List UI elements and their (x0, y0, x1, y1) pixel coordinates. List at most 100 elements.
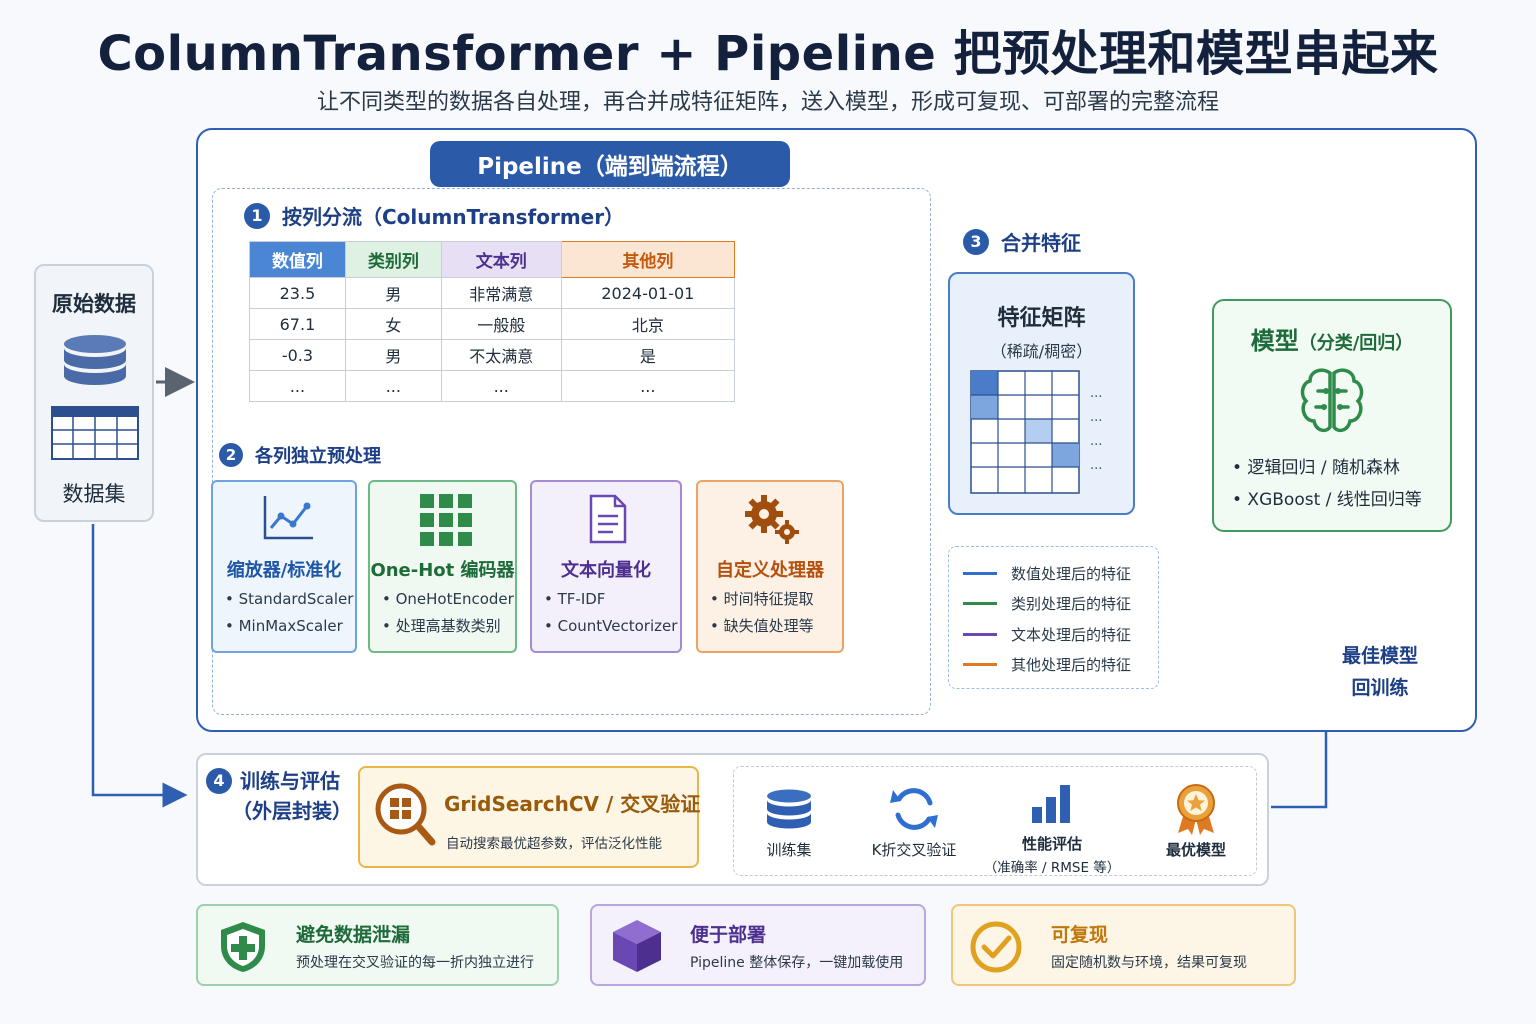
model-item: • XGBoost / 线性回归等 (1232, 490, 1422, 510)
list-item: • OneHotEncoder (382, 590, 514, 608)
legend-item-category: 类别处理后的特征 (963, 593, 1131, 614)
header-category: 类别列 (344, 241, 442, 278)
table-cell: 男 (344, 339, 442, 371)
list-item: • 缺失值处理等 (710, 617, 814, 635)
table-cell: ... (249, 370, 346, 402)
flow-performance: 性能评估 (1021, 835, 1082, 853)
flow-kfold: K折交叉验证 (871, 841, 957, 859)
column-transformer-region (212, 188, 931, 715)
arrow-raw-to-training (91, 524, 188, 808)
legend-item-other: 其他处理后的特征 (963, 654, 1131, 675)
raw-data-title: 原始数据 (52, 292, 136, 316)
step-1-number: 1 (244, 202, 270, 229)
table-cell: 不太满意 (440, 339, 562, 371)
model-title-main: 模型 (1250, 327, 1299, 355)
magnifier-icon (375, 783, 436, 846)
scaler-processor-card: 缩放器/标准化 • StandardScaler • MinMaxScaler (211, 480, 357, 653)
step-4-heading: 4 训练与评估 （外层封装） (206, 766, 352, 826)
flow-best-model: 最优模型 (1165, 841, 1226, 859)
table-row: 67.1 女 一般般 北京 (249, 308, 736, 340)
list-item: • MinMaxScaler (225, 617, 343, 635)
gridsearch-card: GridSearchCV / 交叉验证 自动搜索最优超参数，评估泛化性能 (358, 766, 701, 868)
table-cell: 女 (344, 308, 442, 340)
legend-swatch (963, 572, 997, 575)
dataset-label: 数据集 (62, 482, 126, 506)
scaler-items: • StandardScaler • MinMaxScaler (225, 586, 353, 640)
model-item: • 逻辑回归 / 随机森林 (1232, 458, 1400, 478)
list-item: • CountVectorizer (544, 617, 678, 635)
retrain-line-2: 回训练 (1351, 677, 1409, 699)
table-cell: 男 (344, 277, 442, 309)
medal-icon (1177, 784, 1215, 835)
table-cell: ... (344, 370, 442, 402)
legend-item-text: 文本处理后的特征 (963, 624, 1131, 645)
benefit-title: 可复现 (1051, 924, 1109, 946)
table-grid-icon (51, 406, 139, 460)
gridsearch-title: GridSearchCV / 交叉验证 (444, 792, 701, 816)
document-icon (589, 494, 627, 544)
table-row: ... ... ... ... (249, 370, 736, 402)
gridsearch-desc: 自动搜索最优超参数，评估泛化性能 (446, 836, 662, 852)
table-cell: 一般般 (440, 308, 562, 340)
table-cell: 是 (560, 339, 736, 371)
legend-label: 类别处理后的特征 (1011, 595, 1132, 613)
table-cell: 67.1 (249, 308, 346, 340)
header-numeric: 数值列 (249, 241, 346, 278)
benefit-desc: Pipeline 整体保存，一键加载使用 (690, 955, 904, 971)
legend-label: 文本处理后的特征 (1011, 626, 1132, 644)
benefit-card-reproducible: 可复现 固定随机数与环境，结果可复现 (951, 904, 1296, 986)
page-subtitle: 让不同类型的数据各自处理，再合并成特征矩阵，送入模型，形成可复现、可部署的完整流… (316, 90, 1219, 115)
column-table: 数值列 类别列 文本列 其他列 23.5 男 非常满意 2024-01-01 6… (249, 241, 736, 402)
list-item: • StandardScaler (225, 590, 354, 608)
text-vectorizer-items: • TF-IDF • CountVectorizer (544, 586, 677, 640)
table-cell: 23.5 (249, 277, 346, 309)
model-box: 模型（分类/回归） • 逻辑回归 / 随机森林 • XGBoost / 线性回归… (1212, 299, 1452, 532)
benefit-desc: 固定随机数与环境，结果可复现 (1051, 955, 1247, 971)
model-title-suffix: （分类/回归） (1298, 333, 1414, 354)
matrix-grid-icon (970, 370, 1080, 494)
header-text: 文本列 (440, 241, 562, 278)
legend-swatch (963, 633, 997, 636)
legend: 数值处理后的特征 类别处理后的特征 文本处理后的特征 其他处理后的特征 (948, 546, 1159, 689)
step-3-label: 合并特征 (1001, 231, 1081, 255)
table-row: -0.3 男 不太满意 是 (249, 339, 736, 371)
custom-processor-card: 自定义处理器 • 时间特征提取 • 缺失值处理等 (696, 480, 844, 653)
feature-matrix-box: 特征矩阵 （稀疏/稠密） ... ... ... ... (948, 272, 1135, 515)
flow-performance-sub: （准确率 / RMSE 等） (983, 860, 1121, 876)
retrain-line-1: 最佳模型 (1341, 645, 1418, 667)
list-item: • TF-IDF (544, 590, 606, 608)
gears-icon (745, 495, 799, 544)
table-cell: 北京 (560, 308, 736, 340)
benefit-desc: 预处理在交叉验证的每一折内独立进行 (296, 955, 534, 971)
benefit-card-no-leakage: 避免数据泄漏 预处理在交叉验证的每一折内独立进行 (196, 904, 559, 986)
onehot-items: • OneHotEncoder • 处理高基数类别 (382, 586, 514, 640)
pipeline-label: Pipeline（端到端流程） (430, 141, 790, 187)
legend-swatch (963, 663, 997, 666)
list-item: • 时间特征提取 (710, 590, 814, 608)
matrix-ellipsis: ... ... ... ... (1090, 382, 1102, 478)
model-title: 模型（分类/回归） (1214, 321, 1450, 356)
matrix-ellipsis-row: ... (1090, 386, 1103, 401)
table-cell: 2024-01-01 (560, 277, 736, 309)
flow-train-set: 训练集 (766, 841, 812, 859)
text-vectorizer-title: 文本向量化 (561, 560, 651, 581)
database-icon (767, 789, 811, 829)
training-flow: 训练集 K折交叉验证 性能评估 （准确率 / RMSE 等） 最优模型 (733, 766, 1257, 876)
step-4-number: 4 (206, 768, 232, 794)
table-row: 23.5 男 非常满意 2024-01-01 (249, 277, 736, 309)
feature-matrix-subtitle: （稀疏/稠密） (990, 342, 1093, 361)
benefit-title: 便于部署 (690, 924, 767, 946)
scaler-title: 缩放器/标准化 (226, 560, 342, 581)
legend-swatch (963, 602, 997, 605)
brain-icon (1300, 368, 1364, 433)
list-item: • 处理高基数类别 (382, 617, 501, 635)
onehot-processor-card: One-Hot 编码器 • OneHotEncoder • 处理高基数类别 (368, 480, 517, 653)
step-3-number: 3 (963, 228, 989, 255)
legend-label: 数值处理后的特征 (1011, 565, 1132, 583)
cube-icon (613, 920, 661, 972)
header-other: 其他列 (560, 241, 736, 278)
database-icon (64, 335, 126, 385)
step-3-heading: 3 合并特征 (963, 227, 1081, 256)
check-circle-icon (970, 921, 1022, 973)
bar-chart-icon (1032, 785, 1070, 823)
